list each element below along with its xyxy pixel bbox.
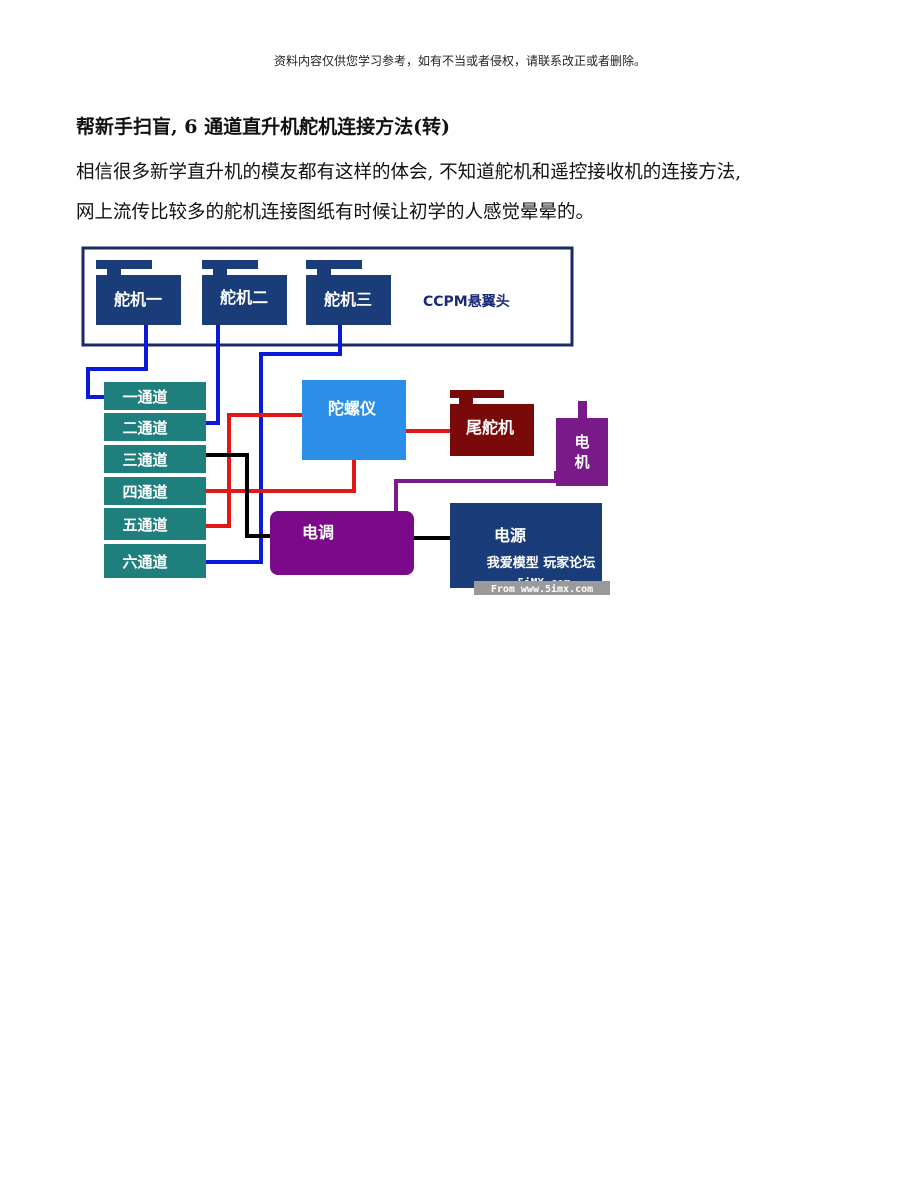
article-title: 帮新手扫盲, 6 通道直升机舵机连接方法(转) [76,116,451,138]
wire-ch4-gyro [206,457,356,493]
channel3-label: 三通道 [122,451,167,469]
ccpm-head-frame [81,246,574,347]
servo1-tab-stem [107,267,121,277]
wire-servo2-ch2 [203,321,220,425]
watermark-from: From www.5imx.com [491,583,593,595]
esc-label: 电调 [302,523,334,542]
tail-servo-box [450,404,534,456]
wire-servo3-ch6 [206,323,342,564]
channel5-label: 五通道 [122,516,167,534]
motor-shaft [578,401,587,423]
channel6-box [104,544,206,578]
tail-servo-tab-stem [459,396,473,406]
servo2-tab-stem [213,267,227,277]
servo1-box [96,275,181,325]
article-paragraph-line-1: 相信很多新学直升机的模友都有这样的体会, 不知道舵机和遥控接收机的连接方法, [76,162,742,183]
servo2-box [202,275,287,325]
channel2-label: 二通道 [122,419,167,437]
wire-servo1-ch1 [86,321,148,399]
motor-box [556,418,608,486]
header-notice: 资料内容仅供您学习参考，如有不当或者侵权，请联系改正或者删除。 [273,54,646,68]
servo3-box [306,275,391,325]
servo1-tab [96,260,152,269]
servo2-label: 舵机二 [220,288,268,307]
article-paragraph-line-2: 网上流传比较多的舵机连接图纸有时候让初学的人感觉晕晕的。 [76,202,595,223]
wire-ch5-gyro [206,413,304,528]
wire-ch3-esc [206,453,276,538]
motor-label-line2: 机 [574,453,589,471]
servo-connection-diagram: 舵机一 舵机二 舵机三 CCPM悬翼头 一通道 二通道 三通道 四通道 五通道 … [78,243,614,599]
channel1-box [104,382,206,410]
tail-servo-tab [450,390,504,398]
servo2-tab [202,260,258,269]
channel5-box [104,508,206,540]
channel1-label: 一通道 [122,388,167,406]
channel2-box [104,413,206,441]
channel3-box [104,445,206,473]
esc-box [270,511,414,575]
ccpm-label: CCPM悬翼头 [423,293,510,310]
gyro-label: 陀螺仪 [328,399,377,418]
channel4-box [104,477,206,505]
power-label: 电源 [494,526,526,545]
servo1-label: 舵机一 [114,290,162,309]
tail-servo-label: 尾舵机 [466,418,514,437]
watermark-forum: 我爱模型 玩家论坛 [487,555,596,571]
gyro-box [302,380,406,460]
servo3-tab [306,260,362,269]
servo3-label: 舵机三 [324,290,372,309]
watermark-strip [474,581,610,595]
motor-label-line1: 电 [574,433,589,451]
channel4-label: 四通道 [122,483,167,501]
channel6-label: 六通道 [122,553,167,571]
servo3-tab-stem [317,267,331,277]
power-box [450,503,602,588]
